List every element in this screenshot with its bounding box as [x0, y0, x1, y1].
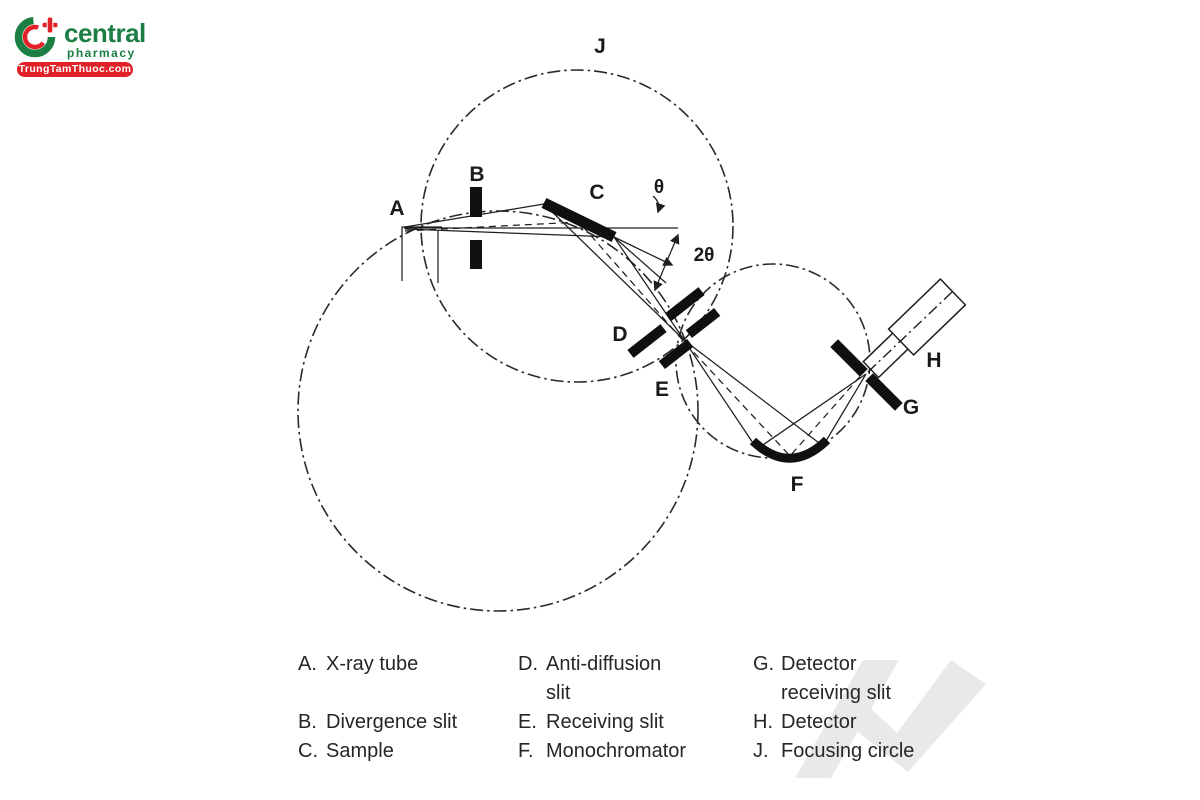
legend-item-b: B.Divergence slit — [298, 711, 458, 733]
legend-item-a: A.X-ray tube — [298, 653, 419, 675]
goniometer-circle-j — [420, 69, 734, 383]
legend-item-d: D.Anti-diffusion slit — [518, 653, 662, 704]
legend-item-j: J.Focusing circle — [753, 740, 915, 762]
central-pharmacy-logo: central pharmacy TrungTamThuoc.com — [12, 12, 162, 77]
theta-arrow — [652, 195, 666, 214]
legend-column-2: D.Anti-diffusion slit E.Receiving slit F… — [518, 650, 738, 766]
legend-item-c: C.Sample — [298, 740, 394, 762]
anti-diffusion-slit — [627, 287, 705, 358]
divergence-slit — [470, 187, 482, 269]
logo-badge: TrungTamThuoc.com — [17, 62, 133, 77]
logo-c-icon — [14, 16, 59, 58]
label-e: E — [655, 378, 669, 401]
label-two-theta: 2θ — [694, 245, 715, 266]
legend-item-g: G.Detector receiving slit — [753, 653, 892, 704]
logo-brand-text: central — [64, 18, 146, 48]
legend-item-e: E.Receiving slit — [518, 711, 664, 733]
legend-column-3: G.Detector receiving slit H.Detector J.F… — [753, 650, 963, 766]
monochromator-crystal — [749, 436, 831, 463]
logo-sub-text: pharmacy — [67, 46, 136, 60]
label-a: A — [389, 197, 404, 220]
label-d: D — [612, 323, 627, 346]
legend-item-h: H.Detector — [753, 711, 857, 733]
receiving-slit — [658, 307, 721, 370]
xray-tube — [401, 226, 442, 283]
label-f: F — [791, 473, 804, 496]
legend-column-1: A.X-ray tube B.Divergence slit C.Sample — [298, 650, 508, 766]
detector — [862, 277, 967, 379]
label-g: G — [903, 396, 919, 419]
sample-focusing-circle — [297, 210, 699, 612]
two-theta-arc — [653, 233, 680, 292]
label-j: J — [594, 35, 606, 58]
monochromator-circle — [675, 263, 871, 459]
label-h: H — [926, 349, 941, 372]
sample-bar — [541, 197, 617, 243]
label-c: C — [589, 181, 604, 204]
label-theta: θ — [654, 177, 664, 198]
detector-receiving-slit — [830, 339, 903, 411]
watermark-shape — [795, 660, 986, 778]
label-b: B — [469, 163, 484, 186]
legend-item-f: F.Monochromator — [518, 740, 687, 762]
